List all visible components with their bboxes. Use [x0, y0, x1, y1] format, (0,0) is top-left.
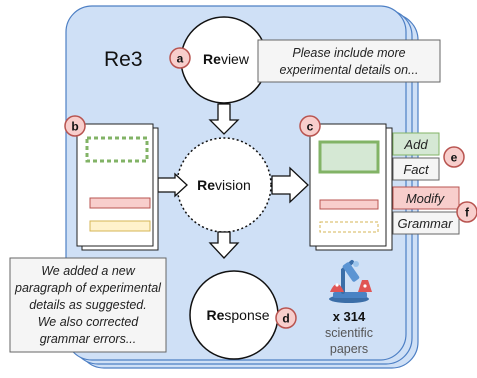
- original-paragraph-yellow: [89, 220, 151, 232]
- badge-d: [275, 307, 297, 329]
- original-document: [76, 123, 159, 251]
- original-paragraph-red: [89, 197, 151, 209]
- paper-count-line-1: scientific: [325, 326, 373, 340]
- review-label: Review: [203, 51, 250, 67]
- badge-e-label: e: [451, 151, 458, 165]
- response-line-4: We also corrected: [38, 315, 140, 329]
- edit-action-modify-label: Modify: [406, 191, 446, 206]
- revised-document: [309, 123, 393, 251]
- review-comment-line-1: Please include more: [292, 46, 405, 60]
- badge-c: [299, 115, 321, 137]
- badge-a-label: a: [177, 52, 184, 66]
- response-line-1: We added a new: [41, 264, 136, 278]
- removed-paragraph-placeholder: [319, 221, 379, 233]
- response-line-2: paragraph of experimental: [14, 281, 162, 295]
- review-comment-line-2: experimental details on...: [280, 63, 419, 77]
- paper-count: x 314: [333, 309, 366, 324]
- response-text-box: [9, 257, 167, 353]
- edit-action-add: [392, 132, 440, 156]
- badge-c-label: c: [307, 120, 314, 134]
- badge-f-label: f: [465, 206, 470, 220]
- arrow-doc-to-revision: [157, 172, 188, 198]
- edit-intention-grammar-label: Grammar: [398, 216, 454, 231]
- badge-b: [64, 115, 86, 137]
- badge-a: [169, 47, 191, 69]
- edit-action-add-label: Add: [403, 137, 428, 152]
- added-section: [318, 140, 380, 174]
- badge-b-label: b: [71, 120, 78, 134]
- response-line-3: details as suggested.: [29, 298, 146, 312]
- arrow-revision-to-doc: [271, 166, 309, 204]
- paper-count-line-2: papers: [330, 342, 368, 356]
- arrow-review-to-revision: [208, 103, 240, 135]
- response-label: Response: [206, 307, 269, 323]
- response-line-5: grammar errors...: [40, 332, 137, 346]
- revision-label: Revision: [197, 177, 251, 193]
- arrow-revision-to-response: [208, 231, 240, 259]
- edit-intention-fact-label: Fact: [403, 162, 430, 177]
- review-comment-box: [257, 39, 441, 83]
- edit-intention-fact: [392, 157, 440, 181]
- removed-section-placeholder: [85, 136, 149, 163]
- badge-d-label: d: [282, 312, 289, 326]
- badge-e: [443, 146, 465, 168]
- badge-f: [456, 201, 477, 223]
- panel-label: Re3: [104, 48, 143, 71]
- microscope-icon: [329, 260, 372, 303]
- edit-action-modify: [392, 186, 460, 210]
- edit-intention-grammar: [392, 211, 460, 235]
- modified-paragraph: [319, 199, 379, 210]
